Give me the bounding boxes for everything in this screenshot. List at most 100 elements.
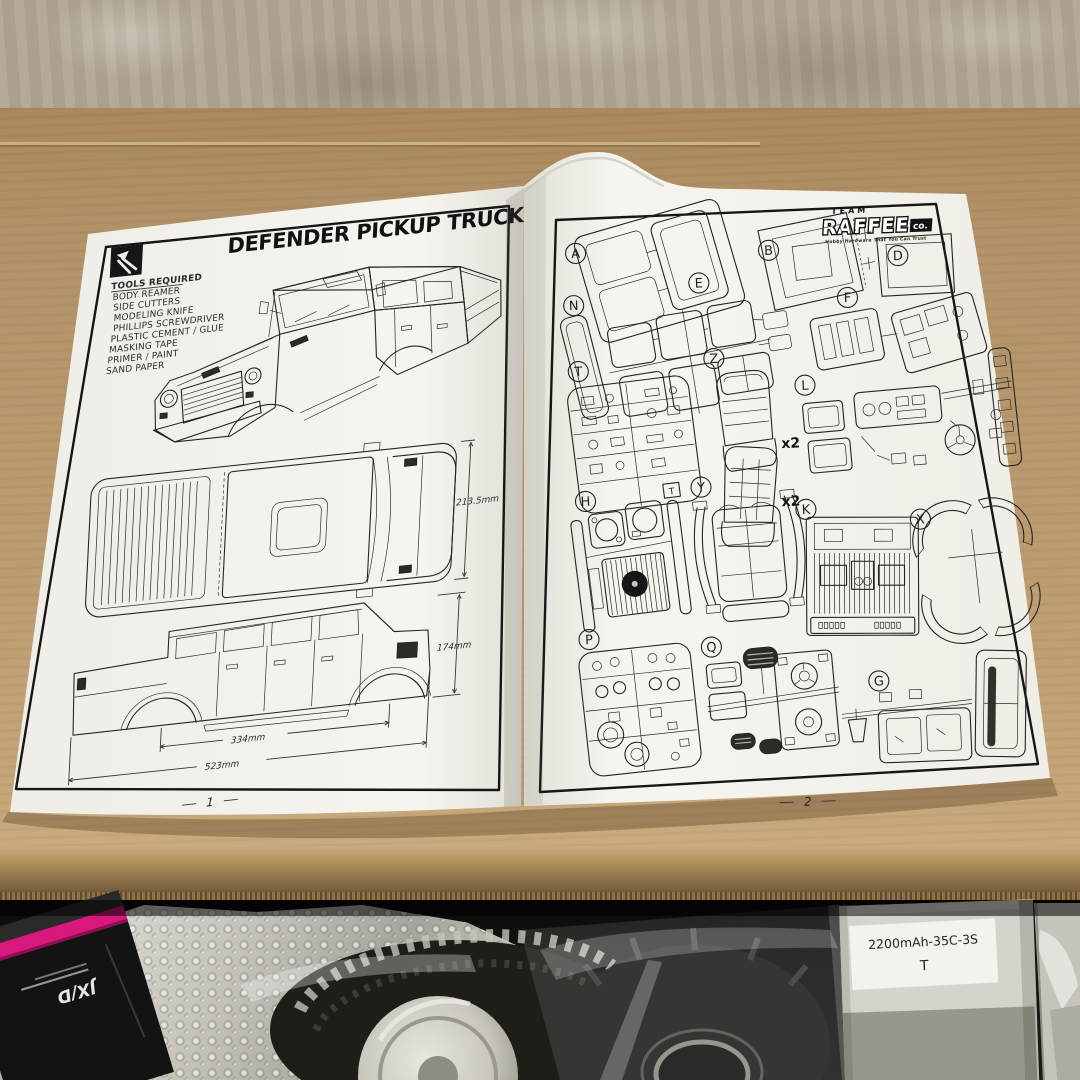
sprue-x-diagram: [912, 497, 1041, 644]
part-label-L: L: [794, 374, 816, 396]
dimension-length: 523mm: [67, 671, 431, 786]
bed-slats: [100, 480, 198, 606]
sprue-small-parts-ladder: [987, 347, 1023, 467]
svg-text:E: E: [694, 276, 703, 291]
right-page-border: [538, 202, 1040, 794]
svg-text:F: F: [843, 291, 851, 306]
left-page-border: [14, 204, 511, 792]
servo-box-magenta-stripe: [0, 905, 128, 968]
qty-x2-first: x2: [781, 435, 800, 452]
truck-perspective-view: [152, 265, 502, 443]
sprue-e-diagram: [606, 300, 792, 417]
left-page-number: 1: [182, 795, 238, 810]
sprue-h-diagram: [570, 499, 692, 633]
sprue-q-diagram: [705, 646, 840, 755]
sprue-y-diagram: [692, 488, 806, 623]
part-label-Z: Z: [703, 347, 725, 370]
svg-text:A: A: [571, 247, 581, 262]
part-label-D: D: [887, 245, 909, 267]
part-label-X: X: [909, 508, 931, 530]
sprue-z-diagram: x2 x2: [716, 369, 801, 547]
right-page-number: 2: [779, 795, 836, 809]
brand-suffix: co.: [913, 221, 929, 232]
svg-text:X: X: [916, 512, 926, 527]
svg-text:P: P: [585, 633, 594, 648]
tools-required-list: TOOLS REQUIRED BODY REAMER SIDE CUTTERS …: [106, 273, 225, 377]
svg-text:B: B: [764, 244, 774, 259]
part-label-K: K: [795, 498, 817, 520]
servo-box: JX/D: [0, 890, 174, 1080]
sprue-t-diagram: T: [567, 375, 702, 514]
rc-tire-right: [560, 927, 830, 1080]
sprue-l-diagram: [801, 379, 1012, 474]
manual-shadow: [2, 778, 1058, 839]
svg-text:Q: Q: [706, 640, 717, 655]
brand-tagline: Hobby Hardware That You Can Trust: [825, 235, 927, 245]
svg-text:L: L: [801, 379, 810, 394]
dim-length-label: 523mm: [204, 759, 239, 773]
interior-top-shadow: [0, 900, 1080, 916]
part-label-N: N: [563, 295, 585, 317]
sprue-p-diagram: [578, 642, 702, 777]
battery-label: 2200mAh-35C-3S T: [849, 918, 999, 990]
sprue-b-diagram: [757, 212, 876, 311]
sprue-d-diagram: [875, 233, 956, 297]
plastic-bag-sheen: [240, 905, 860, 1080]
right-page-paper: [524, 152, 1050, 806]
sprue-n-diagram: [559, 314, 610, 420]
battery-label-line1: 2200mAh-35C-3S: [868, 931, 979, 952]
dim-wheelbase-label: 334mm: [231, 733, 266, 747]
svg-text:D: D: [893, 249, 904, 264]
part-label-P: P: [578, 628, 600, 651]
svg-text:N: N: [569, 299, 579, 314]
truck-top-view: 213.5mm: [85, 439, 500, 618]
team-raffee-logo: TEAM RAFFEE co. Hobby Hardware That You …: [820, 206, 933, 245]
cardboard-flap-seam: [0, 142, 760, 152]
brand-team: TEAM: [831, 206, 869, 216]
sprue-k-diagram: [805, 516, 920, 636]
svg-text:T: T: [573, 365, 583, 380]
truck-side-view: 174mm 334mm 523mm: [67, 591, 472, 786]
part-label-F: F: [836, 286, 859, 309]
dim-height-label: 174mm: [437, 640, 472, 654]
sprue-f-diagram: [809, 292, 988, 374]
cardboard-box-front-edge: [0, 846, 1080, 894]
svg-text:Y: Y: [696, 481, 706, 496]
part-label-A: A: [565, 242, 587, 265]
part-label-Q: Q: [700, 636, 722, 658]
part-label-H: H: [574, 490, 597, 513]
page-number-2: 2: [804, 795, 812, 809]
svg-text:Z: Z: [709, 352, 719, 367]
dimension-height: 174mm: [432, 591, 472, 698]
dimension-wheelbase: 334mm: [159, 703, 391, 752]
svg-text:K: K: [801, 503, 811, 518]
page-number-1: 1: [206, 795, 214, 810]
page-curl-highlight: [523, 156, 665, 193]
manual-left-page: DEFENDER PICKUP TRUCK TOOLS REQUIRED BOD…: [10, 186, 526, 815]
dim-width-label: 213.5mm: [456, 494, 500, 509]
sprue-tag-t: T: [667, 487, 675, 498]
part-label-B: B: [758, 239, 780, 261]
part-label-E: E: [688, 272, 710, 294]
svg-text:H: H: [580, 495, 590, 510]
chrome-wheel: [358, 996, 518, 1080]
center-fold-shadow-right: [521, 176, 546, 806]
svg-text:G: G: [874, 674, 885, 689]
foam-pieces: [1034, 902, 1080, 1080]
side-cutter-icon: [109, 244, 144, 278]
part-label-Y: Y: [690, 476, 712, 498]
part-label-G: G: [868, 670, 890, 692]
right-page-content: TEAM RAFFEE co. Hobby Hardware That You …: [559, 199, 1041, 809]
brand-name: RAFFEE: [821, 214, 910, 239]
center-fold-shadow: [504, 188, 524, 807]
battery-label-line2: T: [919, 958, 930, 975]
left-page-paper: [10, 186, 524, 815]
manual-right-page: TEAM RAFFEE co. Hobby Hardware That You …: [504, 152, 1050, 809]
part-label-T: T: [567, 360, 589, 383]
windshield-frame-part: [974, 649, 1027, 758]
battery-box: 2200mAh-35C-3S T: [839, 899, 1040, 1080]
sprue-g-diagram: [841, 649, 1027, 764]
sprue-a-diagram: [573, 199, 746, 343]
